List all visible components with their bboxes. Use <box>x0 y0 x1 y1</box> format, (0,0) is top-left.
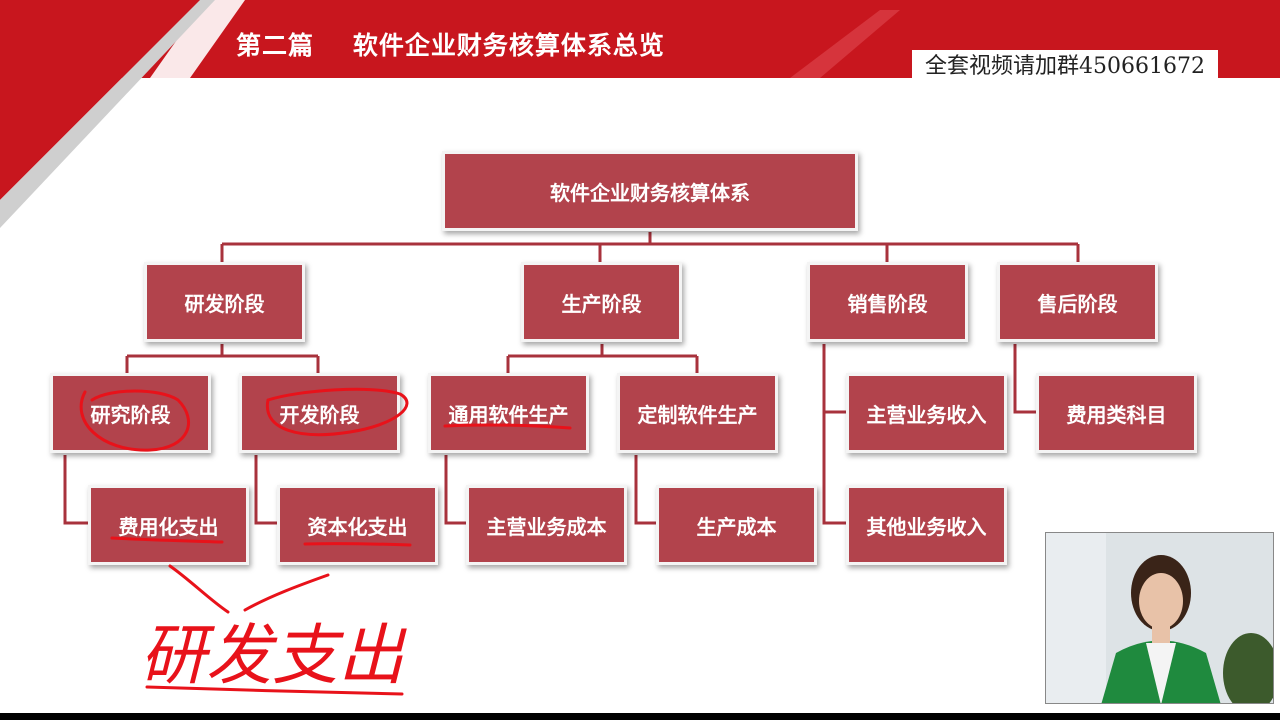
root-node: 软件企业财务核算体系 <box>442 151 858 231</box>
node-other-revenue: 其他业务收入 <box>846 485 1007 565</box>
slide-title: 第二篇 软件企业财务核算体系总览 <box>236 31 665 60</box>
stage-node-production: 生产阶段 <box>521 262 682 342</box>
node-main-revenue: 主营业务收入 <box>846 373 1007 453</box>
stage-node-sales: 销售阶段 <box>807 262 968 342</box>
node-custom-software: 定制软件生产 <box>617 373 778 453</box>
leaf-capitalized: 资本化支出 <box>277 485 438 565</box>
left-corner-decoration <box>0 0 215 228</box>
leaf-production-cost: 生产成本 <box>656 485 817 565</box>
node-research: 研究阶段 <box>50 373 211 453</box>
node-development: 开发阶段 <box>239 373 400 453</box>
stage-node-rd: 研发阶段 <box>144 262 305 342</box>
node-expense-accounts: 费用类科目 <box>1036 373 1197 453</box>
watermark-text: 全套视频请加群450661672 <box>912 50 1218 84</box>
leaf-expensed: 费用化支出 <box>88 485 249 565</box>
handwritten-note: 研发支出 <box>140 617 407 694</box>
presenter-figure <box>1046 533 1273 703</box>
stage-node-after-sales: 售后阶段 <box>997 262 1158 342</box>
node-general-software: 通用软件生产 <box>428 373 589 453</box>
presenter-webcam <box>1045 532 1274 704</box>
leaf-main-cost: 主营业务成本 <box>466 485 627 565</box>
